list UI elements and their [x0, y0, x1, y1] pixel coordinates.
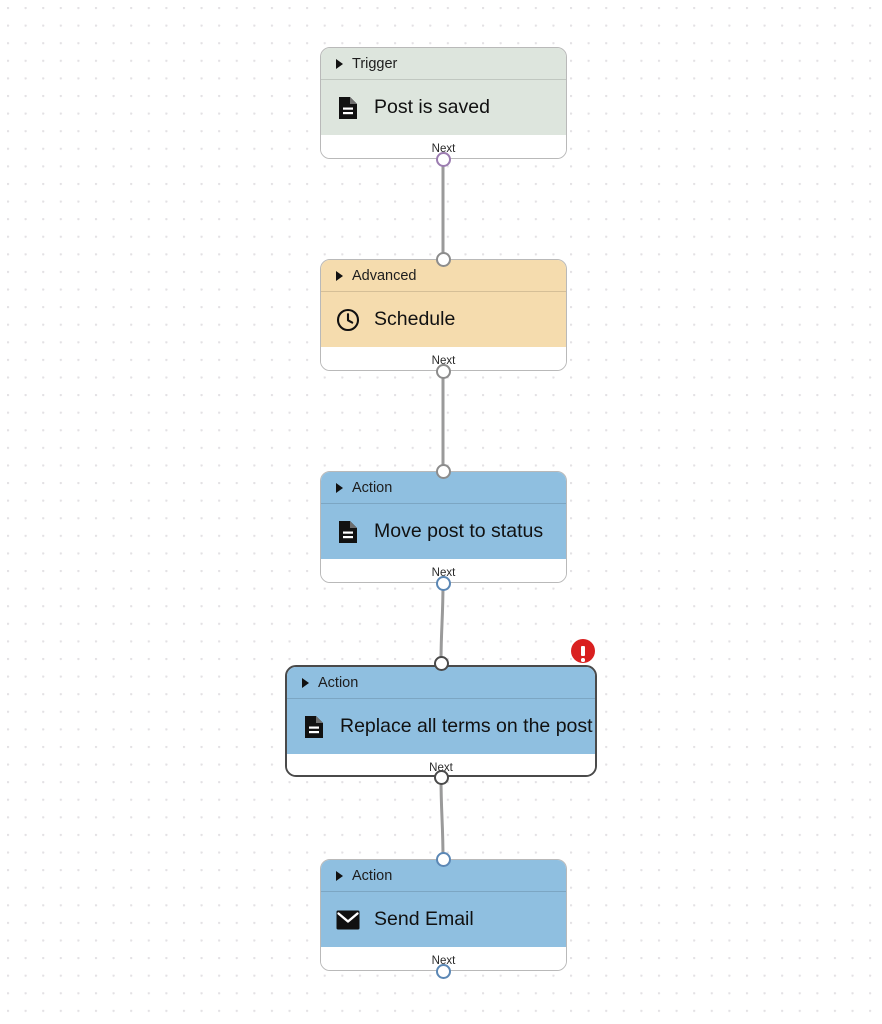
edge-connector — [439, 775, 445, 861]
exclamation-mark — [581, 646, 585, 662]
node-next-footer[interactable]: Next — [321, 947, 566, 970]
node-port-out-action-2[interactable] — [433, 769, 449, 785]
error-exclamation-icon[interactable] — [571, 639, 595, 663]
node-next-footer[interactable]: Next — [321, 347, 566, 370]
node-port-in-action-1[interactable] — [435, 463, 451, 479]
expand-triangle-icon[interactable] — [336, 482, 343, 493]
node-port-out-action-1[interactable] — [435, 575, 451, 591]
node-title: Post is saved — [374, 95, 490, 118]
node-body[interactable]: Schedule — [321, 292, 566, 347]
document-icon — [336, 520, 360, 544]
node-header[interactable]: Trigger — [321, 48, 566, 80]
clock-icon — [336, 308, 360, 332]
node-kind-label: Action — [352, 479, 393, 496]
node-next-footer[interactable]: Next — [287, 754, 595, 775]
document-icon — [336, 96, 360, 120]
expand-triangle-icon[interactable] — [336, 58, 343, 69]
node-kind-label: Action — [318, 674, 359, 691]
node-port-out-action-3[interactable] — [435, 963, 451, 979]
node-title: Send Email — [374, 907, 474, 930]
node-port-in-action-2[interactable] — [433, 655, 449, 671]
node-body[interactable]: Post is saved — [321, 80, 566, 135]
node-body[interactable]: Replace all terms on the post — [287, 699, 595, 754]
node-port-in-action-3[interactable] — [435, 851, 451, 867]
node-header[interactable]: Action — [287, 667, 595, 699]
node-next-label: Next — [431, 355, 456, 367]
node-next-footer[interactable]: Next — [321, 559, 566, 582]
expand-triangle-icon[interactable] — [336, 870, 343, 881]
node-next-footer[interactable]: Next — [321, 135, 566, 158]
node-kind-label: Trigger — [352, 55, 398, 72]
node-body[interactable]: Send Email — [321, 892, 566, 947]
node-header[interactable]: Action — [321, 472, 566, 504]
node-port-out-advanced[interactable] — [435, 363, 451, 379]
node-kind-label: Action — [352, 867, 393, 884]
document-icon — [302, 715, 326, 739]
node-next-label: Next — [431, 567, 456, 579]
node-port-out-trigger[interactable] — [435, 151, 451, 167]
node-next-label: Next — [431, 955, 456, 967]
node-port-in-advanced[interactable] — [435, 251, 451, 267]
expand-triangle-icon[interactable] — [302, 677, 309, 688]
node-title: Replace all terms on the post — [340, 714, 593, 737]
node-title: Move post to status — [374, 519, 544, 542]
expand-triangle-icon[interactable] — [336, 270, 343, 281]
node-next-label: Next — [429, 762, 453, 774]
node-title: Schedule — [374, 307, 456, 330]
node-next-label: Next — [431, 143, 456, 155]
envelope-icon — [336, 908, 360, 932]
node-body[interactable]: Move post to status — [321, 504, 566, 559]
edge-connector — [439, 581, 445, 665]
node-kind-label: Advanced — [352, 267, 417, 284]
